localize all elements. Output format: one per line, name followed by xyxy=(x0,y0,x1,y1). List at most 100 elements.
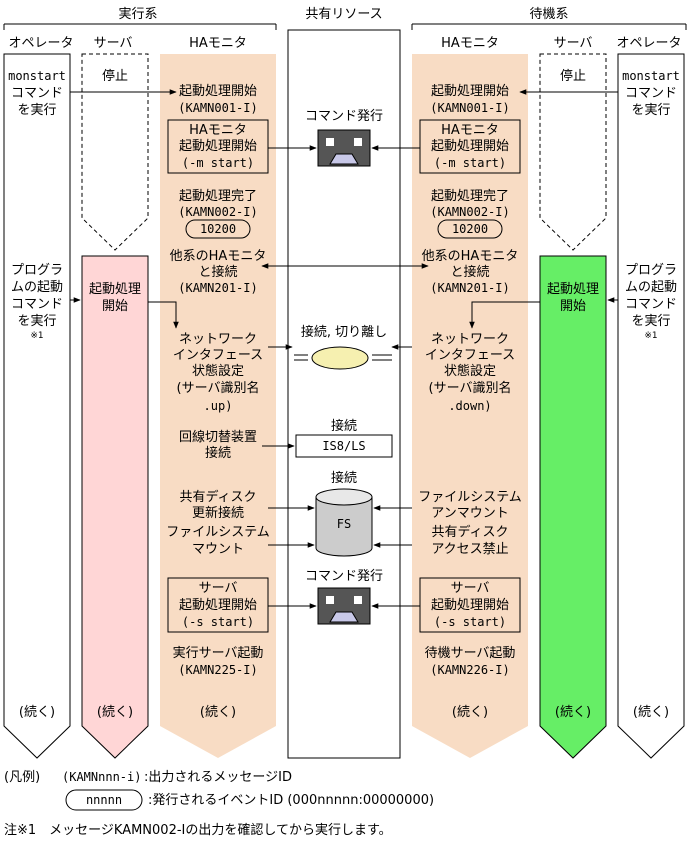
standby-msg-start: 起動処理開始 (KAMN001-I) xyxy=(430,84,509,115)
shared-fs-connect: 接続 xyxy=(331,470,357,486)
standby-operator-cont: (続く) xyxy=(633,705,669,720)
active-server-cont: (続く) xyxy=(97,705,133,720)
svg-text:起動処理開始: 起動処理開始 xyxy=(179,139,257,154)
svg-text:共有ディスク: 共有ディスク xyxy=(179,489,256,505)
standby-disk-steps: ファイルシステム アンマウント 共有ディスク アクセス禁止 xyxy=(418,490,522,557)
svg-text:.down): .down) xyxy=(448,399,491,413)
svg-text:開始: 開始 xyxy=(102,299,128,314)
line-switch-label: IS8/LS xyxy=(322,439,365,453)
svg-text:を実行: を実行 xyxy=(17,102,56,118)
svg-text:※1: ※1 xyxy=(644,331,657,341)
lane-active-server-stopped xyxy=(81,53,149,251)
svg-text:(-s start): (-s start) xyxy=(434,615,506,629)
svg-text:ネットワーク: ネットワーク xyxy=(179,332,257,347)
svg-text:ファイルシステム: ファイルシステム xyxy=(166,525,270,540)
lane-active-operator xyxy=(3,53,71,759)
legend-event-desc: :発行されるイベントID (000nnnnn:00000000) xyxy=(148,793,434,808)
svg-text:(KAMN002-I): (KAMN002-I) xyxy=(430,205,509,219)
standby-operator-program: プログラ ムの起動 コマンド を実行 ※1 xyxy=(625,263,677,341)
svg-text:(-m start): (-m start) xyxy=(434,156,506,170)
svg-text:実行サーバ起動: 実行サーバ起動 xyxy=(173,645,264,661)
svg-text:起動処理: 起動処理 xyxy=(89,282,141,297)
svg-text:他系のHAモニタ: 他系のHAモニタ xyxy=(170,249,267,264)
active-server-proc: 起動処理 開始 xyxy=(89,282,141,314)
active-box-server xyxy=(167,577,269,633)
lane-active-server-running xyxy=(81,255,149,759)
lane-standby-server-running xyxy=(539,255,607,759)
active-server-status: 停止 xyxy=(102,68,128,84)
shared-connect-label: 接続 xyxy=(331,418,357,434)
active-operator-cont: (続く) xyxy=(19,705,55,720)
svg-text:他系のHAモニタ: 他系のHAモニタ xyxy=(422,249,519,264)
svg-text:起動処理開始: 起動処理開始 xyxy=(179,84,257,99)
active-msg-connect: 他系のHAモニタ と接続 (KAMN201-I) xyxy=(170,249,267,295)
arrow-standby-proc-network xyxy=(469,301,540,329)
active-operator-monstart: monstart コマンド を実行 xyxy=(8,69,66,118)
col-standby-operator: オペレータ xyxy=(616,36,681,51)
active-network: ネットワーク インタフェース 状態設定 (サーバ識別名 .up) xyxy=(173,332,263,413)
svg-text:を実行: を実行 xyxy=(17,313,56,329)
svg-text:monstart: monstart xyxy=(622,69,680,83)
flow-arrows xyxy=(70,89,618,609)
header-standby: 待機系 xyxy=(411,7,687,30)
command-device-icon-1 xyxy=(317,129,371,167)
svg-text:ムの起動: ムの起動 xyxy=(625,280,677,295)
svg-text:コマンド: コマンド xyxy=(11,86,63,101)
svg-text:プログラ: プログラ xyxy=(11,263,63,278)
command-device-icon-2 xyxy=(317,587,371,625)
svg-text:(KAMN001-I): (KAMN001-I) xyxy=(430,101,509,115)
svg-text:開始: 開始 xyxy=(560,299,586,314)
arrow-active-proc-network xyxy=(148,301,179,329)
disk-fs-label: FS xyxy=(337,517,351,531)
standby-server-status: 停止 xyxy=(560,68,586,84)
svg-text:起動処理: 起動処理 xyxy=(547,282,599,297)
svg-text:(KAMN002-I): (KAMN002-I) xyxy=(178,205,257,219)
svg-text:サーバ: サーバ xyxy=(451,581,490,596)
svg-text:(KAMN001-I): (KAMN001-I) xyxy=(178,101,257,115)
svg-text:アクセス禁止: アクセス禁止 xyxy=(431,542,508,557)
svg-text:起動処理開始: 起動処理開始 xyxy=(431,84,509,99)
svg-text:(サーバ識別名: (サーバ識別名 xyxy=(177,380,260,396)
svg-text:コマンド: コマンド xyxy=(11,297,63,312)
svg-text:(KAMN201-I): (KAMN201-I) xyxy=(430,281,509,295)
active-line-switch: 回線切替装置 接続 xyxy=(179,429,257,461)
standby-operator-monstart: monstart コマンド を実行 xyxy=(622,69,680,118)
lane-standby-operator xyxy=(617,53,685,759)
legend-event-code: nnnnn xyxy=(86,793,122,807)
svg-text:(サーバ識別名: (サーバ識別名 xyxy=(429,380,512,396)
svg-text:(-m start): (-m start) xyxy=(182,156,254,170)
svg-text:ネットワーク: ネットワーク xyxy=(431,332,509,347)
col-active-operator: オペレータ xyxy=(8,36,73,51)
col-active-server: サーバ xyxy=(94,36,133,51)
svg-text:と接続: と接続 xyxy=(450,264,489,280)
standby-network: ネットワーク インタフェース 状態設定 (サーバ識別名 .down) xyxy=(425,332,515,413)
shared-connect-disconnect: 接続, 切り離し xyxy=(301,324,387,340)
line-switch-box xyxy=(295,434,393,458)
lane-active-ha-monitor xyxy=(160,54,276,758)
svg-text:を実行: を実行 xyxy=(631,313,670,329)
header-active-label: 実行系 xyxy=(118,6,157,22)
active-msg-done: 起動処理完了 (KAMN002-I) xyxy=(178,189,257,219)
standby-server-proc: 起動処理 開始 xyxy=(547,282,599,314)
standby-msg-server: 待機サーバ起動 (KAMN226-I) xyxy=(425,646,516,677)
svg-text:更新接続: 更新接続 xyxy=(192,505,244,521)
svg-text:を実行: を実行 xyxy=(631,102,670,118)
active-msg-server: 実行サーバ起動 (KAMN225-I) xyxy=(173,645,264,677)
svg-text:起動処理開始: 起動処理開始 xyxy=(179,598,257,613)
svg-text:インタフェース: インタフェース xyxy=(173,348,263,363)
svg-text:接続: 接続 xyxy=(205,445,231,461)
lane-shared-resources xyxy=(287,29,401,759)
active-event-badge xyxy=(185,219,251,239)
svg-text:ファイルシステム: ファイルシステム xyxy=(418,490,522,505)
standby-event-id: 10200 xyxy=(452,222,488,236)
col-standby-server: サーバ xyxy=(554,36,593,51)
svg-text:※1: ※1 xyxy=(30,331,43,341)
svg-text:起動処理完了: 起動処理完了 xyxy=(179,189,257,204)
active-box-start-text: HAモニタ 起動処理開始 (-m start) xyxy=(179,123,257,170)
active-event-id: 10200 xyxy=(200,222,236,236)
svg-text:状態設定: 状態設定 xyxy=(192,363,244,379)
col-standby-ha: HAモニタ xyxy=(441,36,499,51)
standby-server-cont: (続く) xyxy=(555,705,591,720)
svg-text:共有ディスク: 共有ディスク xyxy=(431,524,508,540)
